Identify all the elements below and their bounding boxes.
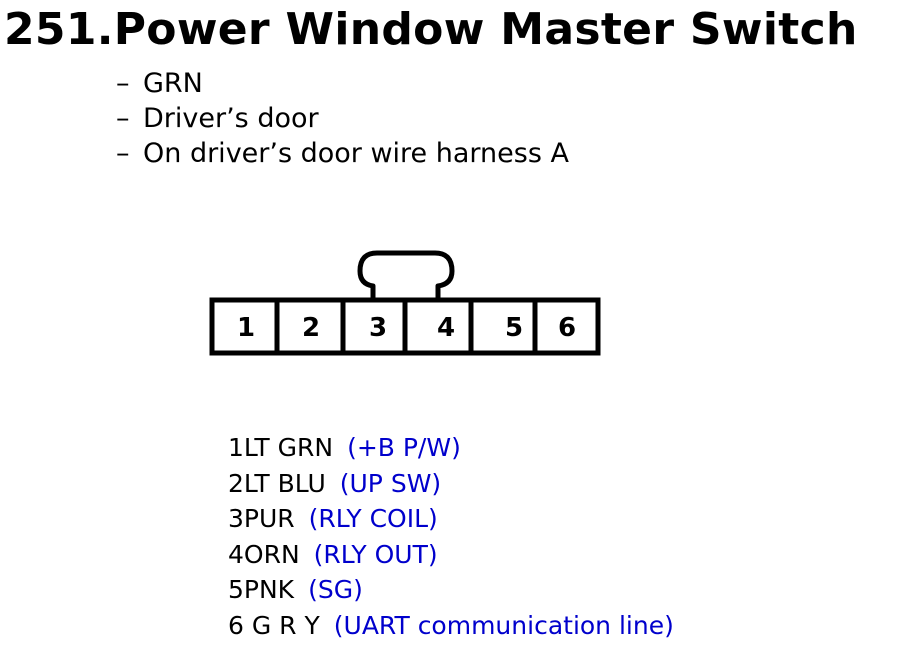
note-bullet: – — [116, 103, 130, 134]
note-location: –Driver’s door — [116, 101, 569, 136]
pin-function: (UP SW) — [339, 468, 442, 498]
pin-function: (RLY OUT) — [313, 539, 438, 569]
note-color: –GRN — [116, 66, 569, 101]
wire-color: 6 G R Y — [228, 610, 320, 640]
pin-label-3: 3 — [369, 313, 387, 343]
note-text: On driver’s door wire harness A — [143, 138, 569, 169]
pin-function: (UART communication line) — [333, 610, 674, 640]
pin-label-6: 6 — [558, 313, 576, 343]
page-title: 251.Power Window Master Switch — [4, 4, 858, 55]
wire-color: 2LT BLU — [228, 468, 326, 498]
note-harness: –On driver’s door wire harness A — [116, 136, 569, 171]
note-text: GRN — [143, 68, 203, 99]
wire-color: 5PNK — [228, 575, 295, 605]
pin-function: (SG) — [308, 575, 363, 605]
pin-row-5: 5PNK (SG) — [228, 572, 674, 608]
pin-row-3: 3PUR (RLY COIL) — [228, 501, 674, 537]
note-bullet: – — [116, 68, 130, 99]
connector-diagram: 1 2 3 4 5 6 — [209, 250, 601, 356]
pin-label-4: 4 — [437, 313, 455, 343]
pin-function: (+B P/W) — [347, 433, 461, 462]
wire-color: 1LT GRN — [228, 433, 334, 462]
wire-color: 3PUR — [228, 504, 295, 534]
pin-row-4: 4ORN (RLY OUT) — [228, 537, 674, 573]
connector-lock-tab — [357, 250, 455, 299]
pin-function: (RLY COIL) — [308, 504, 438, 534]
note-text: Driver’s door — [143, 103, 319, 134]
connector-notes: –GRN –Driver’s door –On driver’s door wi… — [116, 66, 569, 171]
pin-label-1: 1 — [237, 313, 255, 343]
pin-label-2: 2 — [302, 313, 320, 343]
pin-assignment-list: 1LT GRN (+B P/W) 2LT BLU (UP SW) 3PUR (RLY … — [228, 430, 674, 644]
pin-row-1: 1LT GRN (+B P/W) — [228, 430, 674, 466]
wire-color: 4ORN — [228, 539, 300, 569]
pin-row-2: 2LT BLU (UP SW) — [228, 466, 674, 502]
pin-label-5: 5 — [505, 313, 523, 343]
note-bullet: – — [116, 138, 130, 169]
pin-row-6: 6 G R Y (UART communication line) — [228, 608, 674, 644]
